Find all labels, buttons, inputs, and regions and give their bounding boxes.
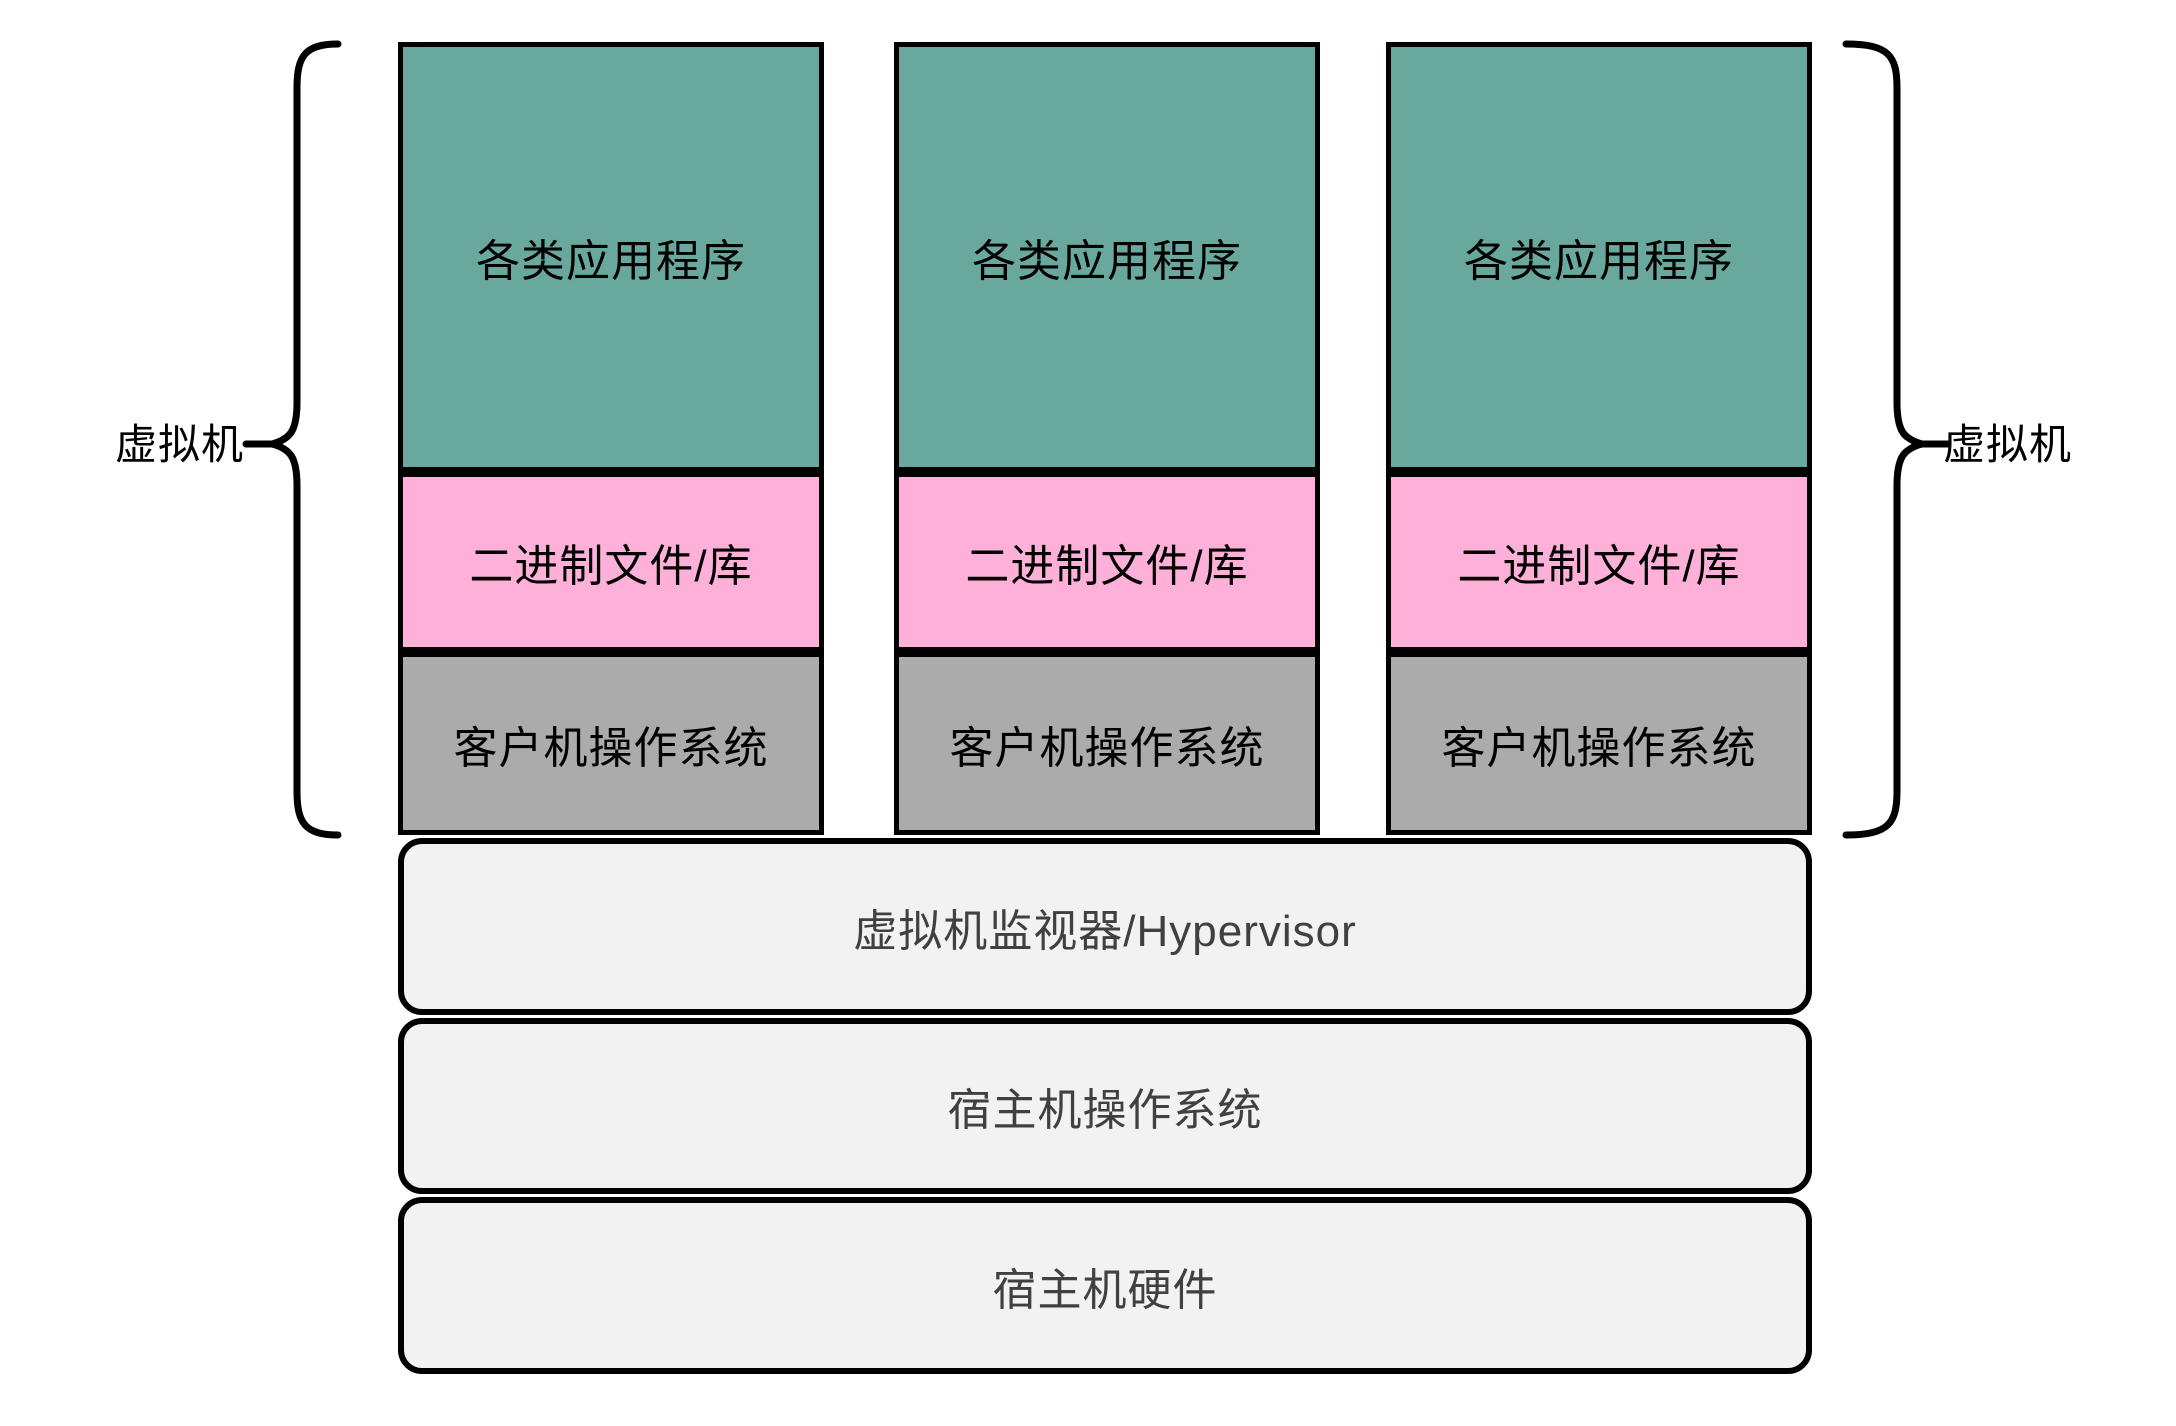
vm-column: 各类应用程序 二进制文件/库 客户机操作系统 [398,42,824,835]
host-hardware-layer: 宿主机硬件 [398,1197,1812,1374]
host-os-layer-label: 宿主机操作系统 [947,1086,1263,1135]
vm-layer-guest-os-label: 客户机操作系统 [453,723,769,773]
vm-layer-apps: 各类应用程序 [894,42,1320,472]
vm-layer-apps-label: 各类应用程序 [476,237,746,286]
vm-layer-apps: 各类应用程序 [1386,42,1812,472]
hypervisor-layer: 虚拟机监视器/Hypervisor [398,838,1812,1015]
vm-layer-guest-os: 客户机操作系统 [1386,652,1812,835]
vm-layer-binaries: 二进制文件/库 [398,472,824,652]
vm-layer-guest-os-label: 客户机操作系统 [949,723,1265,773]
host-hardware-layer-label: 宿主机硬件 [992,1265,1218,1315]
vm-layer-binaries: 二进制文件/库 [1386,472,1812,652]
vm-column: 各类应用程序 二进制文件/库 客户机操作系统 [1386,42,1812,835]
vm-layer-guest-os: 客户机操作系统 [894,652,1320,835]
vm-layer-binaries-label: 二进制文件/库 [965,542,1249,591]
vm-layer-binaries-label: 二进制文件/库 [469,542,753,591]
vm-layer-binaries-label: 二进制文件/库 [1457,542,1741,591]
vm-layer-apps-label: 各类应用程序 [1464,237,1734,286]
vm-layer-apps: 各类应用程序 [398,42,824,472]
vm-layer-apps-label: 各类应用程序 [972,237,1242,286]
vm-layer-guest-os-label: 客户机操作系统 [1441,723,1757,773]
vm-layer-binaries: 二进制文件/库 [894,472,1320,652]
left-brace [268,40,342,839]
vm-column: 各类应用程序 二进制文件/库 客户机操作系统 [894,42,1320,835]
vm-label-right: 虚拟机 [1943,421,2073,468]
right-brace [1842,40,1926,839]
host-os-layer: 宿主机操作系统 [398,1018,1812,1194]
vm-layer-guest-os: 客户机操作系统 [398,652,824,835]
vm-label-left: 虚拟机 [114,421,244,468]
hypervisor-layer-label: 虚拟机监视器/Hypervisor [853,906,1357,956]
